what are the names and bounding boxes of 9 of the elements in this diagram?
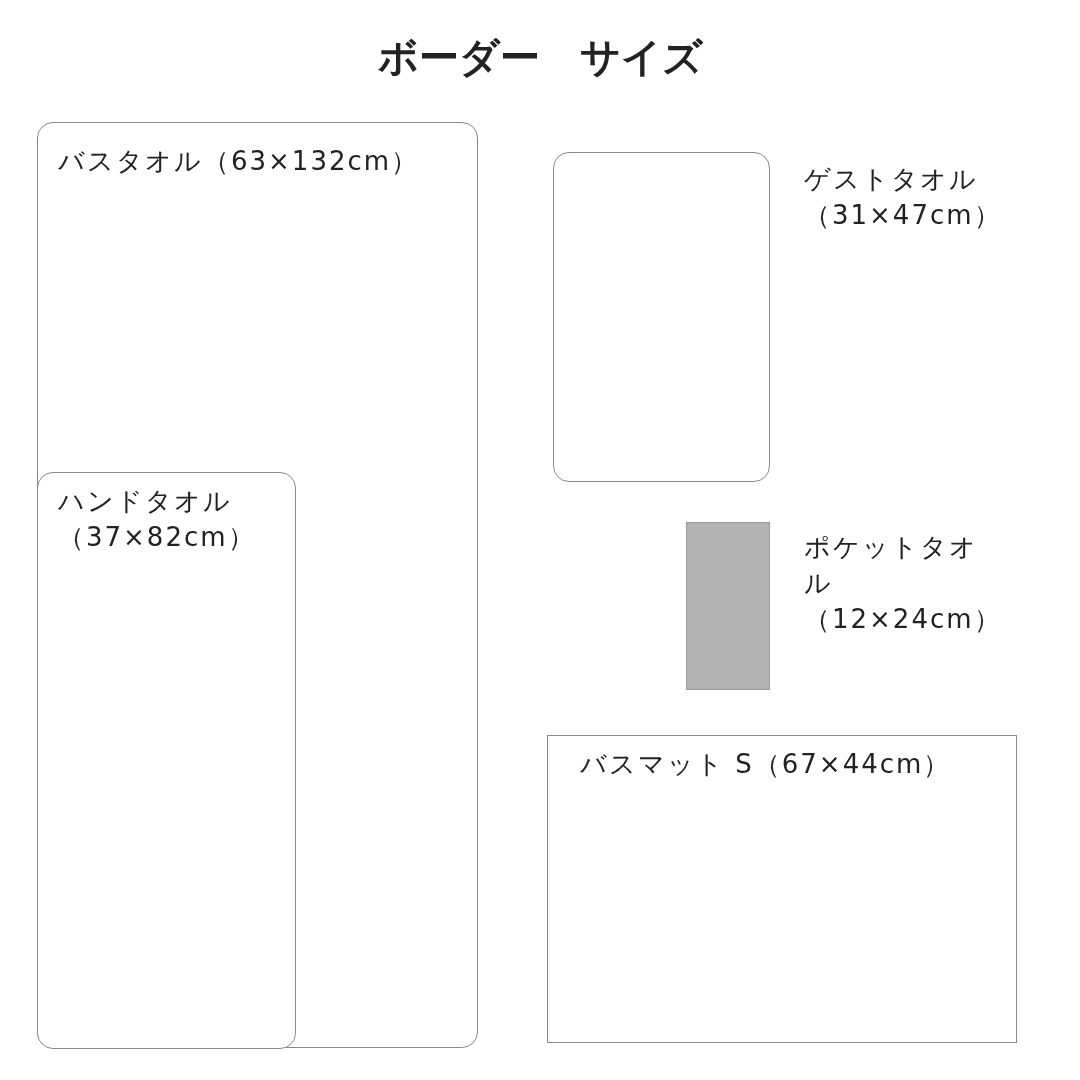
size-label: ゲストタオル（31×47cm）: [804, 163, 1002, 232]
size-label: バスタオル（63×132cm）: [58, 145, 420, 178]
size-label: バスマット S（67×44cm）: [580, 748, 952, 781]
towel-outline: [547, 735, 1017, 1043]
towel-outline: [37, 472, 296, 1049]
size-label: ハンドタオル（37×82cm）: [58, 485, 257, 554]
towel-outline: [37, 122, 478, 1048]
size-label: ポケットタオル（12×24cm）: [804, 531, 1002, 636]
title: ボーダー サイズ: [376, 33, 705, 82]
